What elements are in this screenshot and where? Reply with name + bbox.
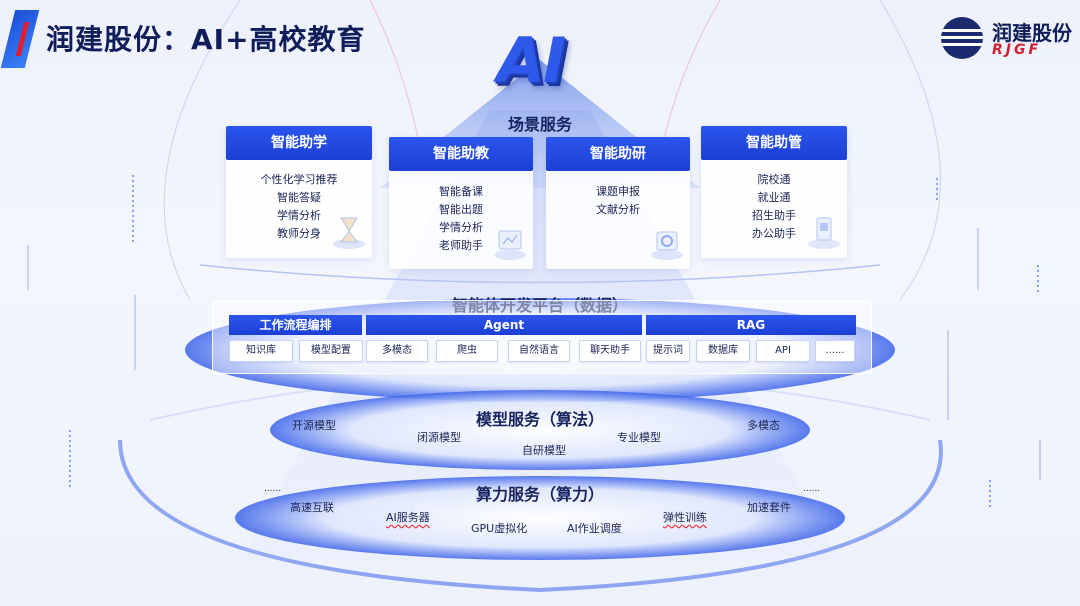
hourglass-icon <box>333 217 365 249</box>
card-items: 个性化学习推荐 智能答疑 学情分析 教师分身 <box>226 171 372 243</box>
list-item: 智能出题 <box>439 203 483 216</box>
scene-service-title: 场景服务 <box>507 115 572 134</box>
tab-rag: RAG <box>646 315 856 335</box>
compute-item-gpu-virtualization: GPU虚拟化 <box>471 522 528 535</box>
logo-text-cn: 润建股份 <box>992 21 1072 45</box>
compute-service-title: 算力服务（算力） <box>475 485 604 504</box>
model-service-title: 模型服务（算法） <box>475 410 604 429</box>
chip-nlp: 自然语言 <box>508 340 570 362</box>
list-item: 教师分身 <box>277 227 321 240</box>
model-item-open-source: 开源模型 <box>292 419 336 432</box>
compute-item-job-scheduling: AI作业调度 <box>567 522 622 535</box>
card-title: 智能助学 <box>226 126 372 160</box>
compute-item-ai-server: AI服务器 <box>386 511 430 524</box>
list-item: 院校通 <box>757 173 791 186</box>
chip-chat-assistant: 聊天助手 <box>579 340 641 362</box>
model-item-closed-source: 闭源模型 <box>417 431 461 444</box>
list-item: 就业通 <box>757 191 791 204</box>
chip-prompt: 提示词 <box>646 340 690 362</box>
list-item: 智能备课 <box>439 185 483 198</box>
card-smart-management: 智能助管 院校通 就业通 招生助手 办公助手 <box>701 126 847 258</box>
list-item: 老师助手 <box>439 239 483 252</box>
chip-database: 数据库 <box>696 340 750 362</box>
card-title: 智能助教 <box>389 137 533 171</box>
board-icon <box>494 230 526 260</box>
card-title: 智能助管 <box>701 126 847 160</box>
compute-item-interconnect: 高速互联 <box>290 501 334 514</box>
chip-multimodal: 多模态 <box>366 340 428 362</box>
model-item-multimodal: 多模态 <box>747 419 780 432</box>
list-item: 学情分析 <box>277 209 321 222</box>
compute-item-ellipsis-right: ...... <box>803 484 821 494</box>
platform-panel <box>212 300 872 374</box>
list-item: 办公助手 <box>752 227 796 240</box>
compute-item-acceleration-kit: 加速套件 <box>747 501 791 514</box>
list-item: 学情分析 <box>439 221 483 234</box>
compute-item-ellipsis-left: ...... <box>264 484 282 494</box>
tab-agent: Agent <box>366 315 642 335</box>
chip-crawler: 爬虫 <box>436 340 498 362</box>
logo-text-en: RJGF <box>992 42 1042 58</box>
list-item: 文献分析 <box>596 203 640 216</box>
compute-item-elastic-training: 弹性训练 <box>663 511 707 524</box>
list-item: 智能答疑 <box>277 191 321 204</box>
card-smart-research: 智能助研 课题申报 文献分析 <box>546 137 690 269</box>
phone-icon <box>808 217 840 249</box>
chip-model-config: 模型配置 <box>299 340 363 362</box>
research-icon <box>651 231 683 260</box>
card-title: 智能助研 <box>546 137 690 171</box>
card-items: 智能备课 智能出题 学情分析 老师助手 <box>389 183 533 255</box>
model-item-self-developed: 自研模型 <box>522 444 566 457</box>
list-item: 课题申报 <box>596 185 640 198</box>
page-title: 润建股份：AI+高校教育 <box>46 23 366 56</box>
card-smart-learning: 智能助学 个性化学习推荐 智能答疑 学情分析 教师分身 <box>226 126 372 258</box>
tab-workflow: 工作流程编排 <box>229 315 362 335</box>
company-logo-icon <box>941 17 983 59</box>
list-item: 个性化学习推荐 <box>260 173 338 186</box>
card-items: 课题申报 文献分析 <box>546 183 690 219</box>
ai-3d-mark: AI <box>497 24 566 97</box>
chip-more: ...... <box>815 340 855 362</box>
card-items: 院校通 就业通 招生助手 办公助手 <box>701 171 847 243</box>
card-smart-teaching: 智能助教 智能备课 智能出题 学情分析 老师助手 <box>389 137 533 269</box>
chip-api: API <box>756 340 810 362</box>
chip-knowledge-base: 知识库 <box>229 340 293 362</box>
model-item-professional: 专业模型 <box>617 431 661 444</box>
list-item: 招生助手 <box>752 209 796 222</box>
